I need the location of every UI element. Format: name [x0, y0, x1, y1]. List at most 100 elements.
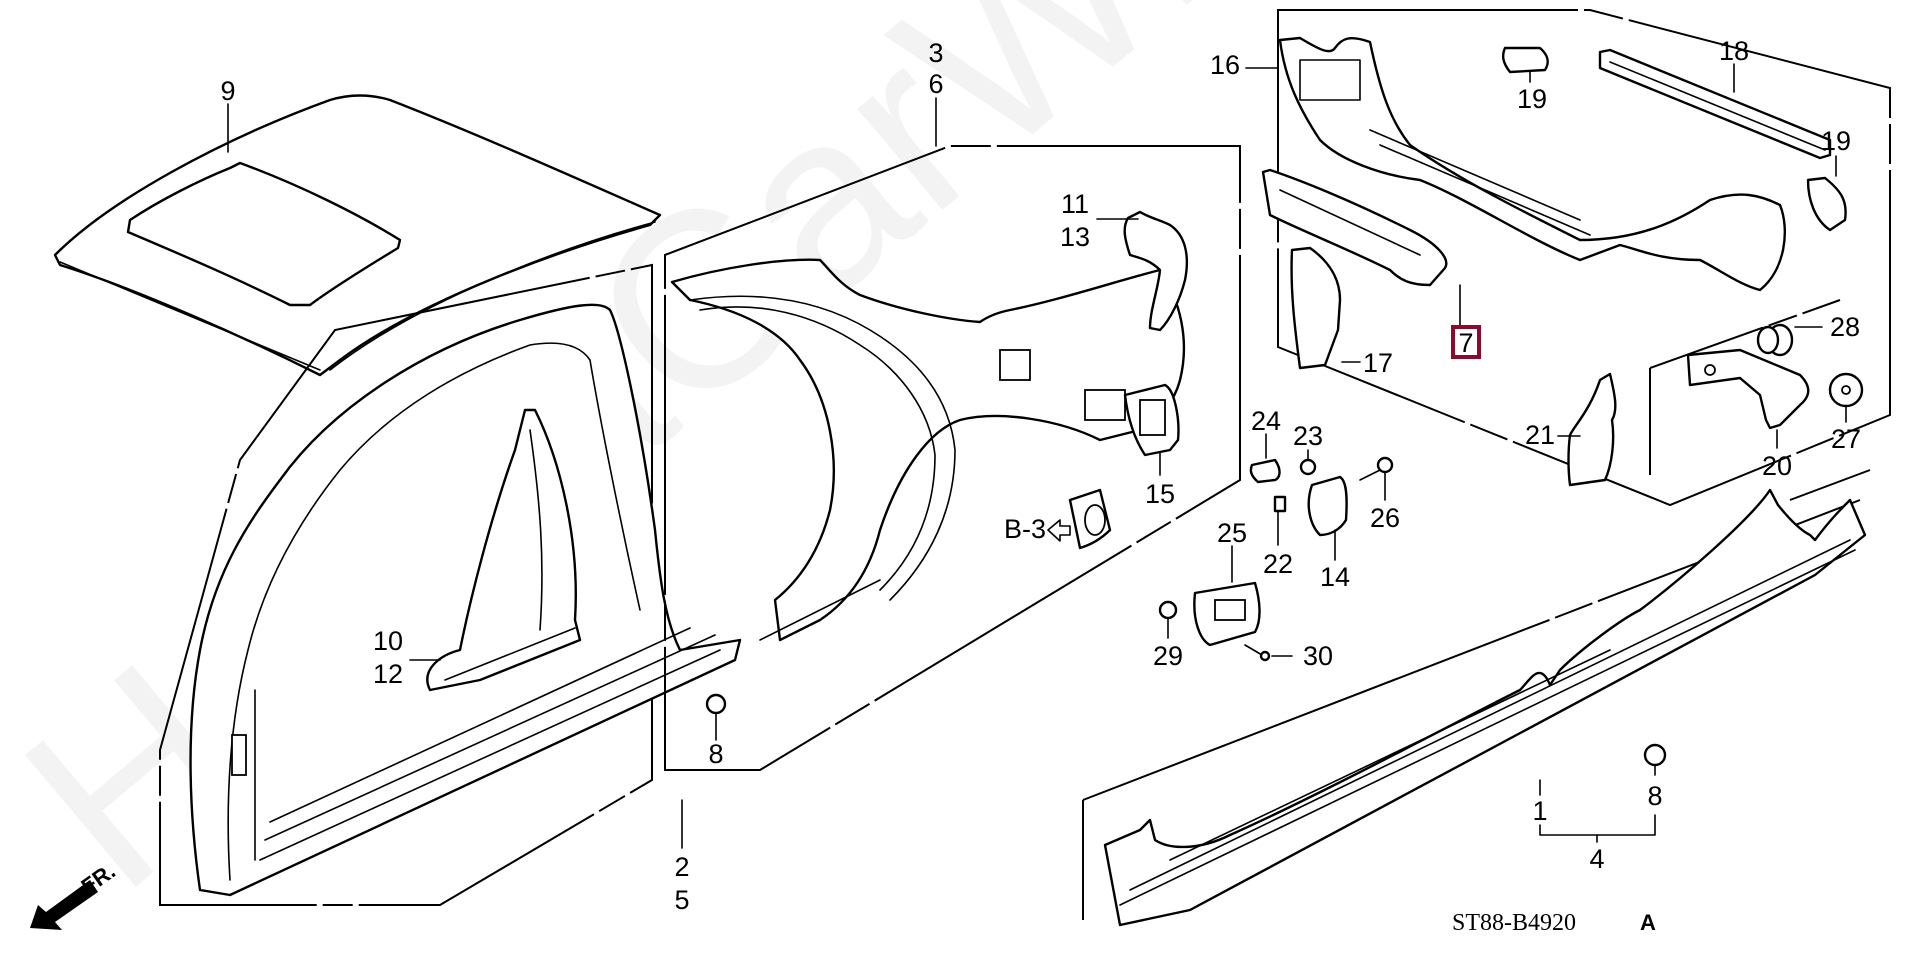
frame-bracket-20 [1649, 299, 1871, 501]
part-bushing-28[interactable] [1756, 323, 1794, 357]
part-rear-quarter-panel[interactable] [670, 258, 1186, 642]
svg-text:19: 19 [1821, 126, 1851, 156]
reference-arrow-icon [1047, 519, 1071, 542]
front-direction-indicator: FR. [30, 858, 120, 930]
svg-text:23: 23 [1293, 421, 1323, 451]
part-bracket-21[interactable] [1567, 372, 1617, 487]
svg-text:28: 28 [1830, 312, 1860, 342]
part-clip-8-left[interactable] [705, 693, 727, 715]
part-clip-22[interactable] [1273, 495, 1287, 513]
svg-text:3: 3 [928, 38, 943, 68]
svg-text:8: 8 [708, 739, 723, 769]
callout-18: 18 [1719, 36, 1749, 93]
callout-26: 26 [1370, 471, 1400, 533]
svg-text:19: 19 [1517, 84, 1547, 114]
svg-text:ST88-B4920: ST88-B4920 [1452, 910, 1576, 936]
callout-16: 16 [1210, 50, 1279, 80]
part-rear-panel[interactable] [1278, 36, 1787, 292]
svg-text:22: 22 [1263, 549, 1293, 579]
part-clip-8-right[interactable] [1643, 743, 1667, 767]
part-bracket-19-a[interactable] [1501, 46, 1549, 74]
callout-3-6: 3 6 [928, 38, 944, 147]
svg-text:25: 25 [1217, 518, 1247, 548]
callout-27: 27 [1831, 405, 1861, 454]
svg-text:A: A [1640, 910, 1656, 935]
part-screw-26[interactable] [1359, 456, 1394, 481]
callout-19-b: 19 [1821, 126, 1851, 177]
callout-24: 24 [1251, 406, 1281, 459]
highlight-box [1451, 325, 1481, 359]
svg-text:24: 24 [1251, 406, 1281, 436]
callout-2-5: 2 5 [674, 799, 690, 915]
part-nut-27[interactable] [1828, 372, 1864, 408]
callout-21: 21 [1525, 420, 1581, 450]
part-bracket-20[interactable] [1686, 348, 1810, 430]
svg-text:6: 6 [928, 69, 943, 99]
callout-19-a: 19 [1517, 71, 1547, 114]
callout-25: 25 [1217, 518, 1247, 583]
frame-outer-panel-front [159, 263, 653, 906]
svg-text:11: 11 [1061, 189, 1089, 219]
svg-text:21: 21 [1525, 420, 1555, 450]
callout-14: 14 [1320, 529, 1350, 592]
part-nut-23[interactable] [1299, 458, 1317, 476]
part-fuel-filler-base[interactable] [1068, 488, 1112, 550]
part-rail-18[interactable] [1598, 48, 1832, 160]
part-outer-side-panel[interactable] [189, 303, 742, 897]
svg-text:18: 18 [1719, 36, 1749, 66]
svg-text:B-3: B-3 [1004, 514, 1046, 544]
svg-text:16: 16 [1210, 50, 1240, 80]
diagram-code: ST88-B4920 A [1452, 910, 1656, 936]
svg-text:9: 9 [220, 76, 235, 106]
callout-10-12: 10 12 [373, 626, 441, 689]
part-fuel-filler-housing[interactable] [1123, 383, 1180, 457]
callout-1-4: 1 4 [1532, 779, 1656, 874]
part-housing-25[interactable] [1193, 581, 1261, 647]
callout-11-13: 11 13 [1060, 189, 1139, 252]
callout-23: 23 [1293, 421, 1323, 461]
svg-text:15: 15 [1145, 479, 1175, 509]
callout-9: 9 [220, 76, 236, 153]
part-side-sill[interactable] [1103, 488, 1867, 927]
svg-text:27: 27 [1831, 424, 1861, 454]
svg-text:8: 8 [1647, 781, 1662, 811]
part-pillar-reinforcement[interactable] [426, 408, 582, 692]
reference-b3[interactable]: B-3 [1004, 514, 1071, 544]
callout-28: 28 [1794, 312, 1860, 342]
front-arrow-icon [30, 880, 98, 930]
part-roof-panel[interactable] [53, 94, 662, 377]
svg-text:26: 26 [1370, 503, 1400, 533]
part-bracket-17[interactable] [1290, 246, 1342, 370]
callout-22: 22 [1263, 510, 1293, 579]
callout-29: 29 [1153, 617, 1183, 671]
svg-text:30: 30 [1303, 641, 1333, 671]
callout-20: 20 [1762, 429, 1792, 481]
callout-8-left: 8 [708, 712, 724, 769]
part-screw-30[interactable] [1244, 644, 1271, 662]
svg-text:5: 5 [674, 885, 689, 915]
frame-rear-panel [1277, 9, 1891, 507]
part-bracket-19-b[interactable] [1806, 176, 1847, 232]
svg-text:7: 7 [1458, 328, 1473, 358]
part-crossmember-7[interactable] [1261, 168, 1448, 287]
svg-text:17: 17 [1363, 348, 1393, 378]
callout-15: 15 [1145, 452, 1175, 509]
part-clip-29[interactable] [1158, 600, 1178, 620]
frame-outer-panel-rear [664, 145, 1241, 771]
svg-text:29: 29 [1153, 641, 1183, 671]
callout-30: 30 [1271, 641, 1333, 671]
callout-8-right: 8 [1647, 764, 1663, 811]
callout-17: 17 [1341, 348, 1393, 378]
part-bracket-11-13[interactable] [1123, 210, 1189, 332]
svg-text:1: 1 [1532, 796, 1547, 826]
svg-text:2: 2 [674, 852, 689, 882]
callout-7[interactable]: 7 [1451, 284, 1481, 359]
part-clip-24[interactable] [1249, 458, 1281, 484]
svg-text:20: 20 [1762, 451, 1792, 481]
svg-text:13: 13 [1060, 222, 1090, 252]
svg-text:4: 4 [1589, 844, 1604, 874]
svg-text:14: 14 [1320, 562, 1350, 592]
part-fuel-lid-14[interactable] [1307, 475, 1348, 537]
svg-text:10: 10 [373, 626, 403, 656]
